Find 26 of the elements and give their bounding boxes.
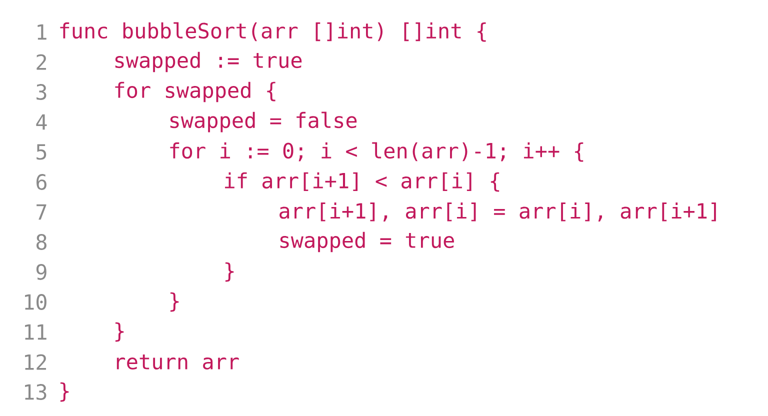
code-line: if arr[i+1] < arr[i] {	[225, 172, 500, 192]
line-number: 5	[36, 144, 46, 160]
code-line: swapped := true	[115, 52, 302, 72]
code-line: arr[i+1], arr[i] = arr[i], arr[i+1]	[280, 202, 716, 222]
line-number: 13	[25, 384, 46, 400]
code-line: }	[225, 262, 234, 282]
line-number: 7	[36, 204, 46, 220]
code-line: return arr	[116, 354, 239, 370]
code-line: for swapped {	[115, 82, 276, 102]
line-number: 3	[36, 84, 46, 100]
line-number: 6	[36, 174, 46, 190]
code-line: }	[170, 292, 179, 312]
code-line: swapped = false	[170, 112, 357, 132]
code-line: }	[115, 322, 124, 342]
code-line: for i := 0; i < len(arr)-1; i++ {	[170, 142, 584, 162]
line-number: 4	[36, 114, 47, 130]
line-number: 11	[25, 324, 46, 340]
line-number: 8	[36, 234, 46, 250]
code-line: }	[60, 382, 69, 402]
line-number: 9	[36, 264, 46, 280]
line-number: 12	[25, 354, 46, 370]
line-number: 2	[36, 54, 46, 70]
line-number: 1	[38, 24, 46, 40]
code-line: func bubbleSort(arr []int) []int {	[60, 22, 486, 42]
code-line: swapped = true	[280, 232, 454, 252]
line-number: 10	[25, 294, 46, 310]
